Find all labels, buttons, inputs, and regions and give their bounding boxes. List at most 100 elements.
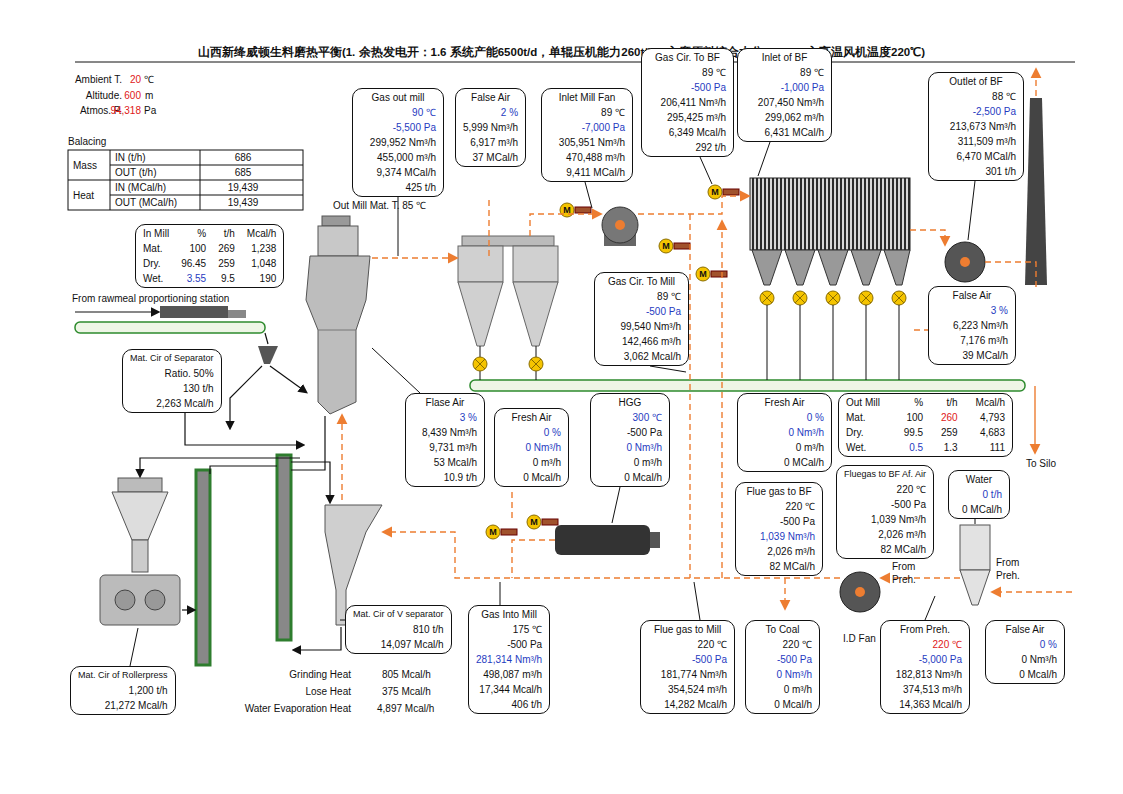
- table-header: t/h: [218, 226, 235, 241]
- table-header: Mcal/h: [970, 395, 1005, 410]
- text-label: 19,439: [228, 181, 259, 194]
- callout-value: 3,062 Mcal/h: [602, 349, 681, 364]
- callout-value: 2,026 m³/h: [844, 527, 926, 542]
- callout-value: 53 Mcal/h: [413, 455, 477, 470]
- text-label: Heat: [73, 189, 94, 202]
- callout-heading: Flase Air: [413, 395, 477, 410]
- callout-value: -500 Pa: [598, 425, 662, 440]
- callout-value: 2 %: [463, 105, 518, 120]
- callout-value: 6,470 MCal/h: [936, 149, 1016, 164]
- text-label: m: [145, 89, 153, 102]
- callout-value: 220 ℃: [888, 637, 962, 652]
- motor-symbol: M: [530, 516, 538, 528]
- text-label: 685: [235, 166, 252, 179]
- callout-value: 0 Nm³/h: [598, 440, 662, 455]
- callout-value: 89 ℃: [745, 65, 824, 80]
- callout-value: 6,431 MCal/h: [745, 125, 824, 140]
- callout-box: Fresh Air0 %0 Nm³/h0 m³/h0 Mcal/h: [494, 408, 569, 487]
- table-cell: 259: [935, 425, 958, 440]
- callout-value: 0 %: [745, 410, 824, 425]
- callout-value: 6,917 m³/h: [463, 135, 518, 150]
- callout-box: Mat. Cir of SeparatorRatio. 50%130 t/h2,…: [122, 349, 222, 413]
- callout-value: 406 t/h: [476, 697, 542, 712]
- text-label: Lose Heat: [305, 685, 351, 698]
- callout-value: 292 t/h: [649, 140, 726, 155]
- callout-value: 0 MCal/h: [956, 502, 1002, 517]
- callout-value: 300 ℃: [598, 410, 662, 425]
- callout-value: 0 Nm³/h: [745, 425, 824, 440]
- callout-value: 425 t/h: [360, 180, 436, 195]
- callout-value: 3 %: [936, 303, 1008, 318]
- callout-heading: Gas Cir. To BF: [649, 50, 726, 65]
- callout-heading: Fresh Air: [745, 395, 824, 410]
- callout-box: Flue gas to BF220 ℃-500 Pa1,039 Nm³/h2,0…: [735, 482, 823, 576]
- motor-symbol: M: [489, 526, 497, 538]
- text-label: Water Evaporation Heat: [245, 702, 351, 715]
- callout-value: 14,363 Mcal/h: [888, 697, 962, 712]
- callout-box: False Air2 %5,999 Nm³/h6,917 m³/h37 MCal…: [455, 88, 526, 167]
- callout-value: 311,509 m³/h: [936, 134, 1016, 149]
- callout-value: 0 t/h: [956, 487, 1002, 502]
- callout-value: -500 Pa: [753, 652, 812, 667]
- callout-box: Gas Cir. To Mill89 ℃-500 Pa99,540 Nm³/h1…: [594, 272, 689, 366]
- callout-value: 220 ℃: [844, 482, 926, 497]
- callout-value: 0 %: [993, 637, 1057, 652]
- callout-value: 3 %: [413, 410, 477, 425]
- callout-value: 470,488 m³/h: [549, 150, 625, 165]
- table-cell: 1,238: [247, 241, 276, 256]
- diagram-title: 山西新绛威顿生料磨热平衡(1. 余热发电开：1.6 系统产能6500t/d，单辊…: [0, 45, 1123, 60]
- text-label: 4,897 Mcal/h: [377, 702, 434, 715]
- callout-value: 299,952 Nm³/h: [360, 135, 436, 150]
- callout-value: 207,450 Nm³/h: [745, 95, 824, 110]
- text-label: 375 Mcal/h: [382, 685, 431, 698]
- text-label: OUT (t/h): [115, 166, 156, 179]
- table-cell: Wet.: [846, 440, 886, 455]
- callout-heading: HGG: [598, 395, 662, 410]
- callout-value: 374,513 m³/h: [888, 682, 962, 697]
- callout-heading: Inlet Mill Fan: [549, 90, 625, 105]
- callout-value: 2,263 Mcal/h: [130, 396, 214, 411]
- callout-value: 0 MCal/h: [745, 455, 824, 470]
- text-label: OUT (MCal/h): [115, 196, 177, 209]
- callout-value: 0 Nm³/h: [993, 652, 1057, 667]
- callout-box: Flase Air3 %8,439 Nm³/h9,731 m³/h53 Mcal…: [405, 393, 485, 487]
- table-cell: 260: [935, 410, 958, 425]
- callout-heading: False Air: [993, 622, 1057, 637]
- callout-heading: From Preh.: [888, 622, 962, 637]
- table-cell: Wet.: [143, 271, 169, 286]
- callout-value: 181,774 Nm³/h: [648, 667, 727, 682]
- motor-symbol: M: [699, 268, 707, 280]
- callout-heading: Mat. Cir of Rollerpress: [78, 668, 168, 683]
- text-label: From rawmeal proportioning station: [72, 292, 229, 305]
- callout-heading: False Air: [463, 90, 518, 105]
- table-header: Out Mill: [846, 395, 886, 410]
- callout-value: 6,349 Mcal/h: [649, 125, 726, 140]
- table-cell: 100: [181, 241, 206, 256]
- text-label: 19,439: [228, 196, 259, 209]
- callout-box: Water0 t/h0 MCal/h: [948, 470, 1010, 519]
- callout-value: 89 ℃: [649, 65, 726, 80]
- table-grid: Out Mill%t/hMcal/hMat.1002604,793Dry.99.…: [846, 395, 1005, 455]
- callout-value: 10.9 t/h: [413, 470, 477, 485]
- callout-box: Fresh Air0 %0 Nm³/h0 m³/h0 MCal/h: [737, 393, 832, 472]
- callout-value: 89 ℃: [602, 289, 681, 304]
- table-cell: 99.5: [898, 425, 923, 440]
- callout-heading: Water: [956, 472, 1002, 487]
- callout-heading: Mat. Cir of V separator: [353, 607, 444, 622]
- callout-value: Ratio. 50%: [130, 366, 214, 381]
- callout-value: 213,673 Nm³/h: [936, 119, 1016, 134]
- callout-value: 142,466 m³/h: [602, 334, 681, 349]
- callout-heading: Gas Cir. To Mill: [602, 274, 681, 289]
- callout-heading: Gas Into Mill: [476, 607, 542, 622]
- callout-value: 0 Mcal/h: [753, 697, 812, 712]
- callout-value: -500 Pa: [602, 304, 681, 319]
- callout-value: 9,411 MCal/h: [549, 165, 625, 180]
- table-grid: In Mill%t/hMcal/hMat.1002691,238Dry.96.4…: [143, 226, 276, 286]
- motor-symbol: M: [711, 186, 719, 198]
- callout-value: 220 ℃: [743, 499, 815, 514]
- callout-value: -500 Pa: [648, 652, 727, 667]
- callout-box: Flue gas to Mill220 ℃-500 Pa181,774 Nm³/…: [640, 620, 735, 714]
- text-label: I.D Fan: [843, 632, 876, 645]
- callout-value: 455,000 m³/h: [360, 150, 436, 165]
